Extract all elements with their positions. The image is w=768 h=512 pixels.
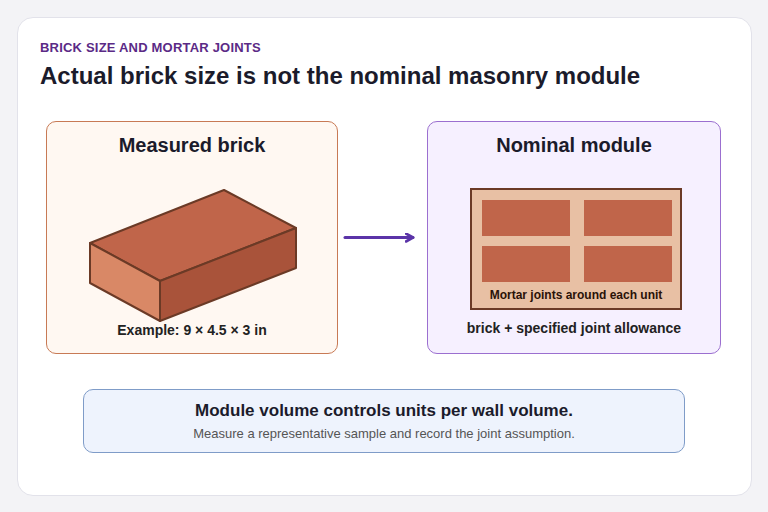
note-heading: Module volume controls units per wall vo… bbox=[84, 401, 684, 421]
diagram-title: Actual brick size is not the nominal mas… bbox=[40, 62, 640, 90]
panel-heading: Measured brick bbox=[47, 134, 337, 157]
joint-label: Mortar joints around each unit bbox=[472, 288, 680, 302]
panel-heading: Nominal module bbox=[428, 134, 720, 157]
kicker-label: BRICK SIZE AND MORTAR JOINTS bbox=[40, 40, 261, 55]
note-box: Module volume controls units per wall vo… bbox=[83, 389, 685, 453]
note-body: Measure a representative sample and reco… bbox=[84, 426, 684, 441]
brick-unit bbox=[584, 246, 672, 282]
module-grid: Mortar joints around each unit bbox=[470, 188, 682, 310]
brick-unit bbox=[482, 246, 570, 282]
panel-box: Mortar joints around each unit Nominal mo… bbox=[427, 121, 721, 354]
dimension-label: Example: 9 × 4.5 × 3 in bbox=[47, 322, 337, 338]
panel-caption: brick + specified joint allowance bbox=[428, 320, 720, 336]
brick-unit bbox=[584, 200, 672, 236]
flow-arrow bbox=[345, 236, 413, 239]
brick-unit bbox=[482, 200, 570, 236]
panel-box: Measured brickExample: 9 × 4.5 × 3 in bbox=[46, 121, 338, 354]
